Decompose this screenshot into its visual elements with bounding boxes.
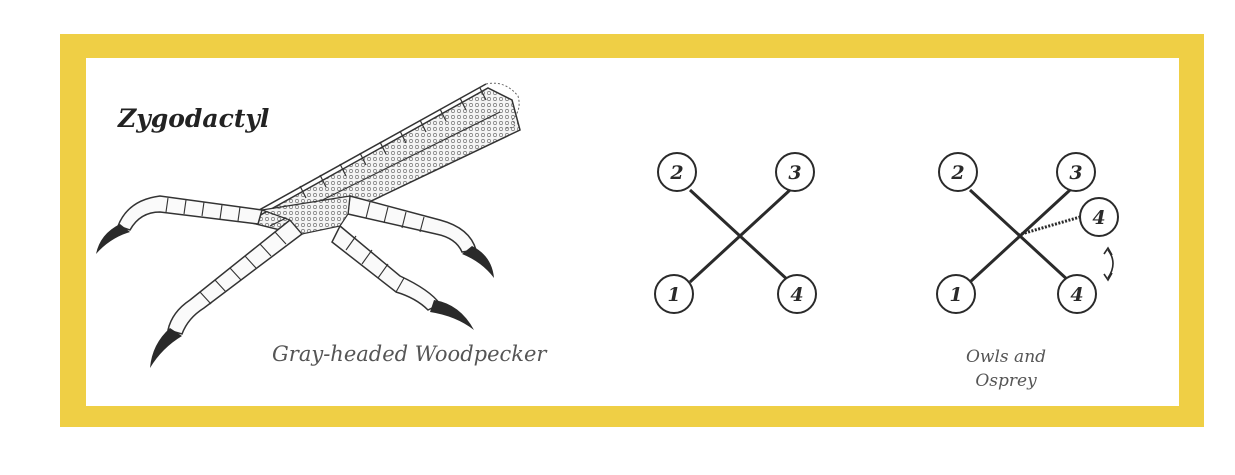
reversible-toe-arrow-icon	[1103, 246, 1114, 282]
toe-node: 4	[1057, 274, 1097, 314]
toe-node: 2	[657, 152, 697, 192]
toe-label-3: 3	[1069, 162, 1082, 184]
toe-label-2: 2	[669, 162, 683, 184]
toe-node: 2	[938, 152, 978, 192]
toe-node: 1	[654, 274, 694, 314]
rear-toe-lower	[331, 224, 474, 330]
diagram-standard: 2 3 1 4	[654, 152, 817, 314]
diagram-owls: 2 3 4 1 4	[936, 152, 1119, 314]
toe-label-4: 4	[790, 284, 803, 306]
toe-node: 4	[777, 274, 817, 314]
toe-node: 1	[936, 274, 976, 314]
toe-label-4-reversed: 4	[1092, 207, 1105, 229]
toe-node: 3	[1056, 152, 1096, 192]
front-toe-upper	[96, 195, 263, 254]
foot-pad	[261, 195, 351, 235]
front-toe-lower	[150, 218, 304, 368]
toe-node: 3	[775, 152, 815, 192]
toe-label-1: 1	[667, 284, 680, 306]
toe-label-4: 4	[1070, 284, 1083, 306]
toe-label-2: 2	[950, 162, 964, 184]
white-panel	[86, 58, 1179, 406]
diagram-title: Zygodactyl	[118, 104, 270, 133]
woodpecker-caption: Gray-headed Woodpecker	[272, 342, 547, 366]
toe-node: 4	[1079, 197, 1119, 237]
owls-caption-line-2: Osprey	[975, 371, 1037, 391]
owls-caption: Owls and Osprey	[966, 345, 1046, 393]
toe-label-1: 1	[949, 284, 962, 306]
toe-label-3: 3	[788, 162, 801, 184]
rear-toe-upper	[347, 195, 494, 278]
owls-caption-line-1: Owls and	[966, 347, 1047, 367]
